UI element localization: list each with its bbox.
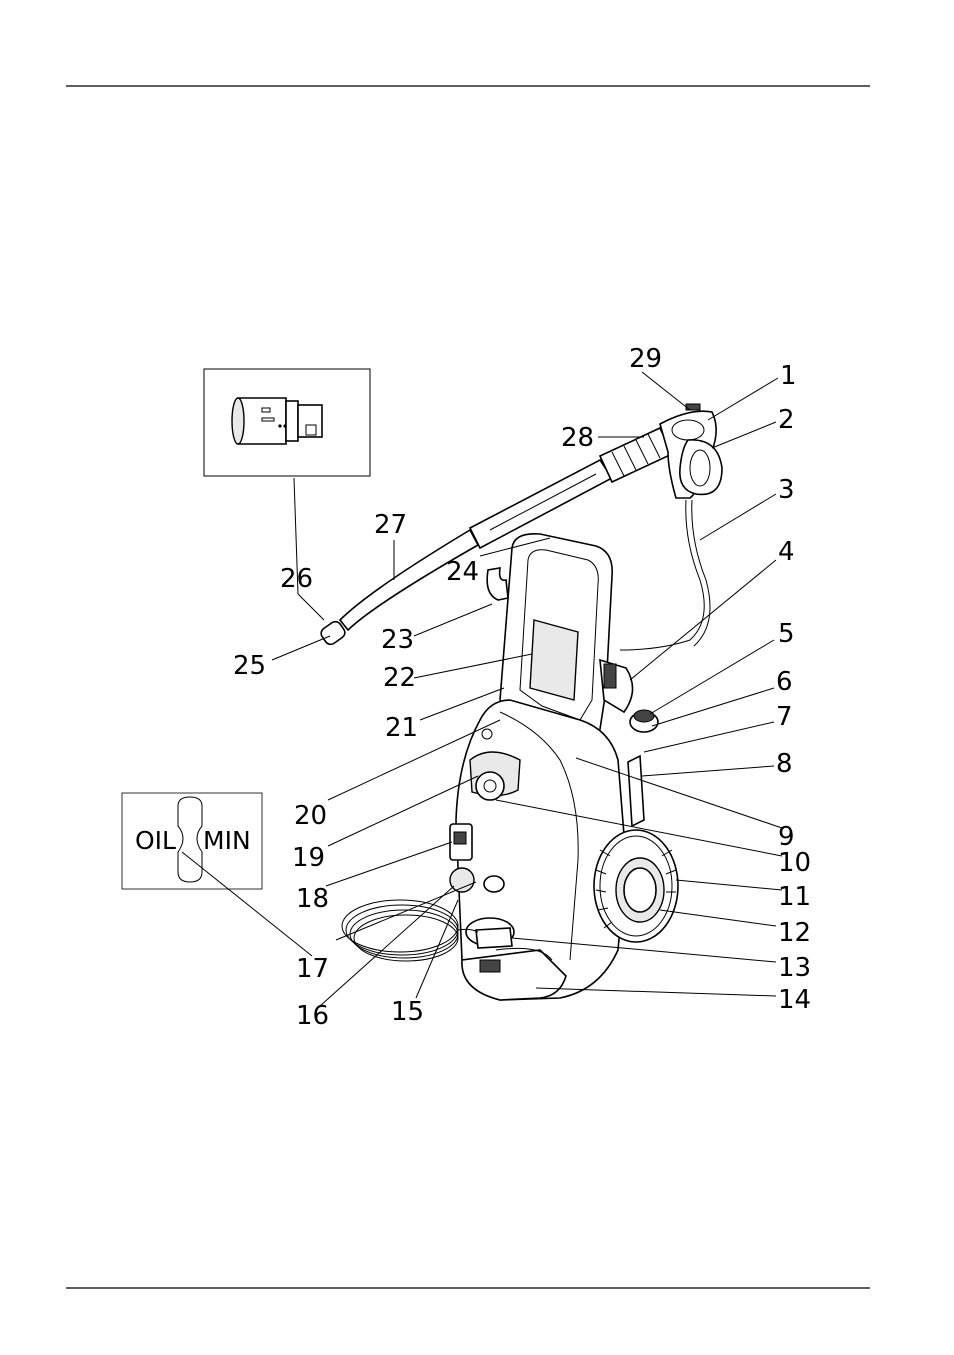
callout-11: 11 xyxy=(778,882,811,912)
nozzle-inset xyxy=(204,369,370,476)
callout-5: 5 xyxy=(778,619,795,649)
callout-19: 19 xyxy=(292,843,325,873)
callout-2: 2 xyxy=(778,405,795,435)
min-label: MIN xyxy=(203,826,251,855)
callout-13: 13 xyxy=(778,953,811,983)
callout-23: 23 xyxy=(381,625,414,655)
callout-25: 25 xyxy=(233,651,266,681)
callout-4: 4 xyxy=(778,537,795,567)
oil-level-inset: OIL MIN xyxy=(122,793,262,889)
callout-14: 14 xyxy=(778,985,811,1015)
callout-21: 21 xyxy=(385,713,418,743)
callout-8: 8 xyxy=(776,749,793,779)
callout-26: 26 xyxy=(280,564,313,594)
callout-18: 18 xyxy=(296,884,329,914)
callout-24: 24 xyxy=(446,557,479,587)
callout-10: 10 xyxy=(778,848,811,878)
callout-16: 16 xyxy=(296,1001,329,1031)
oil-label: OIL xyxy=(135,826,176,855)
callout-27: 27 xyxy=(374,510,407,540)
high-pressure-hose xyxy=(620,500,704,650)
callout-22: 22 xyxy=(383,663,416,693)
callout-3: 3 xyxy=(778,475,795,505)
callout-20: 20 xyxy=(294,801,327,831)
callout-15: 15 xyxy=(391,997,424,1027)
wheel xyxy=(594,830,678,942)
callout-7: 7 xyxy=(776,702,793,732)
callout-6: 6 xyxy=(776,667,793,697)
callout-12: 12 xyxy=(778,918,811,948)
callout-29: 29 xyxy=(629,344,662,374)
callout-1: 1 xyxy=(780,361,797,391)
callout-17: 17 xyxy=(296,954,329,984)
callout-28: 28 xyxy=(561,423,594,453)
